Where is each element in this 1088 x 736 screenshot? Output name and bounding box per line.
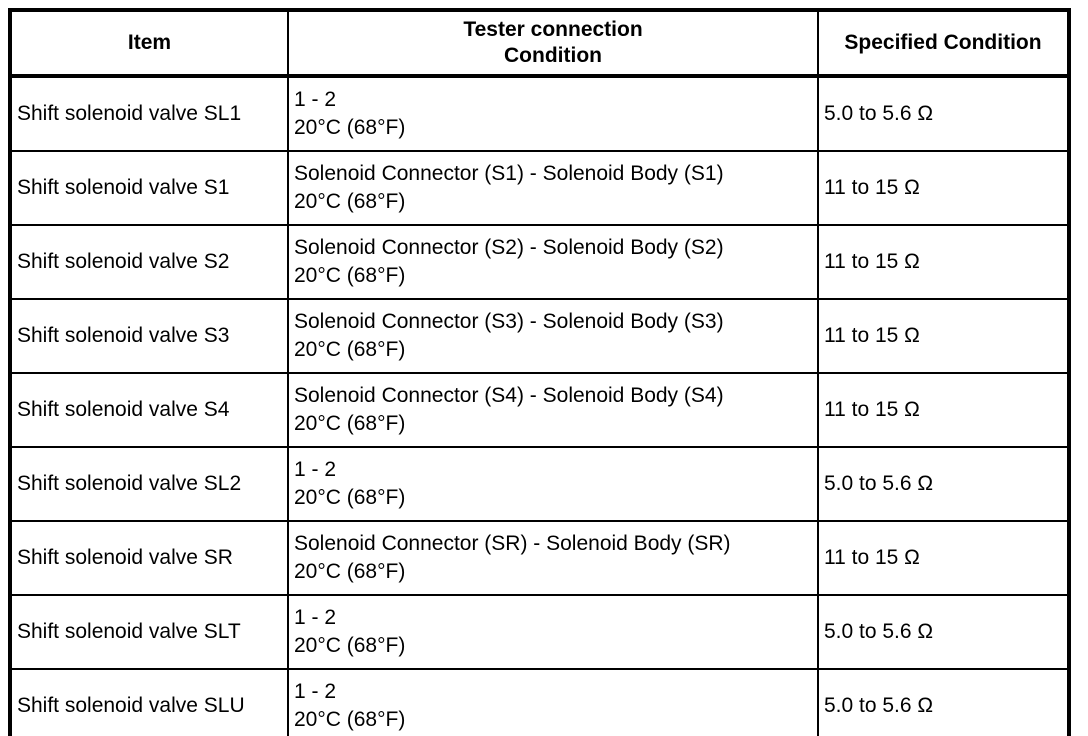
cell-specified: 11 to 15 Ω: [817, 520, 1070, 596]
cell-tester-condition: Solenoid Connector (S2) - Solenoid Body …: [287, 224, 819, 300]
cell-specified: 11 to 15 Ω: [817, 372, 1070, 448]
cell-tester-condition: Solenoid Connector (SR) - Solenoid Body …: [287, 520, 819, 596]
header-item-label: Item: [127, 30, 172, 54]
cell-condition: 20°C (68°F): [294, 190, 406, 213]
cell-connection: Solenoid Connector (SR) - Solenoid Body …: [294, 531, 731, 555]
cell-item: Shift solenoid valve S1: [9, 150, 289, 226]
cell-item: Shift solenoid valve SL1: [9, 75, 289, 152]
cell-item: Shift solenoid valve SL2: [9, 446, 289, 522]
table-row: Shift solenoid valve SL2 1 - 2 20°C (68°…: [9, 446, 1070, 522]
cell-connection: Solenoid Connector (S4) - Solenoid Body …: [294, 383, 724, 407]
cell-item: Shift solenoid valve SR: [9, 520, 289, 596]
cell-item: Shift solenoid valve S3: [9, 298, 289, 374]
cell-condition: 20°C (68°F): [294, 338, 406, 361]
solenoid-spec-table: Item Tester connection Condition Specifi…: [8, 8, 1071, 736]
header-specified-condition: Specified Condition: [817, 9, 1070, 78]
cell-item: Shift solenoid valve S2: [9, 224, 289, 300]
cell-specified: 5.0 to 5.6 Ω: [817, 75, 1070, 152]
table-row: Shift solenoid valve SLU 1 - 2 20°C (68°…: [9, 668, 1070, 736]
cell-condition: 20°C (68°F): [294, 264, 406, 287]
header-row: Item Tester connection Condition Specifi…: [9, 9, 1070, 78]
cell-connection: 1 - 2: [294, 457, 337, 481]
table-row: Shift solenoid valve S2 Solenoid Connect…: [9, 224, 1070, 300]
header-tester-line2: Condition: [504, 44, 602, 67]
cell-specified: 11 to 15 Ω: [817, 298, 1070, 374]
cell-item: Shift solenoid valve SLU: [9, 668, 289, 736]
cell-connection: Solenoid Connector (S3) - Solenoid Body …: [294, 309, 724, 333]
cell-condition: 20°C (68°F): [294, 116, 406, 139]
header-tester-line1: Tester connection: [463, 17, 643, 41]
table-row: Shift solenoid valve SLT 1 - 2 20°C (68°…: [9, 594, 1070, 670]
header-item: Item: [9, 9, 289, 78]
cell-specified: 5.0 to 5.6 Ω: [817, 668, 1070, 736]
header-tester-connection: Tester connection Condition: [287, 9, 819, 78]
cell-connection: Solenoid Connector (S1) - Solenoid Body …: [294, 161, 724, 185]
cell-specified: 11 to 15 Ω: [817, 224, 1070, 300]
cell-tester-condition: 1 - 2 20°C (68°F): [287, 594, 819, 670]
cell-item: Shift solenoid valve S4: [9, 372, 289, 448]
cell-condition: 20°C (68°F): [294, 708, 406, 731]
cell-specified: 11 to 15 Ω: [817, 150, 1070, 226]
cell-connection: 1 - 2: [294, 679, 337, 703]
table-row: Shift solenoid valve SR Solenoid Connect…: [9, 520, 1070, 596]
table-row: Shift solenoid valve S4 Solenoid Connect…: [9, 372, 1070, 448]
cell-specified: 5.0 to 5.6 Ω: [817, 594, 1070, 670]
header-specified-label: Specified Condition: [844, 30, 1042, 54]
cell-connection: Solenoid Connector (S2) - Solenoid Body …: [294, 235, 724, 259]
table-row: Shift solenoid valve S3 Solenoid Connect…: [9, 298, 1070, 374]
cell-condition: 20°C (68°F): [294, 634, 406, 657]
cell-tester-condition: Solenoid Connector (S3) - Solenoid Body …: [287, 298, 819, 374]
cell-tester-condition: 1 - 2 20°C (68°F): [287, 668, 819, 736]
cell-tester-condition: 1 - 2 20°C (68°F): [287, 446, 819, 522]
cell-condition: 20°C (68°F): [294, 412, 406, 435]
cell-condition: 20°C (68°F): [294, 486, 406, 509]
cell-connection: 1 - 2: [294, 87, 337, 111]
cell-tester-condition: Solenoid Connector (S1) - Solenoid Body …: [287, 150, 819, 226]
table-row: Shift solenoid valve SL1 1 - 2 20°C (68°…: [9, 75, 1070, 152]
cell-specified: 5.0 to 5.6 Ω: [817, 446, 1070, 522]
cell-tester-condition: 1 - 2 20°C (68°F): [287, 75, 819, 152]
table-row: Shift solenoid valve S1 Solenoid Connect…: [9, 150, 1070, 226]
cell-tester-condition: Solenoid Connector (S4) - Solenoid Body …: [287, 372, 819, 448]
cell-condition: 20°C (68°F): [294, 560, 406, 583]
cell-item: Shift solenoid valve SLT: [9, 594, 289, 670]
cell-connection: 1 - 2: [294, 605, 337, 629]
